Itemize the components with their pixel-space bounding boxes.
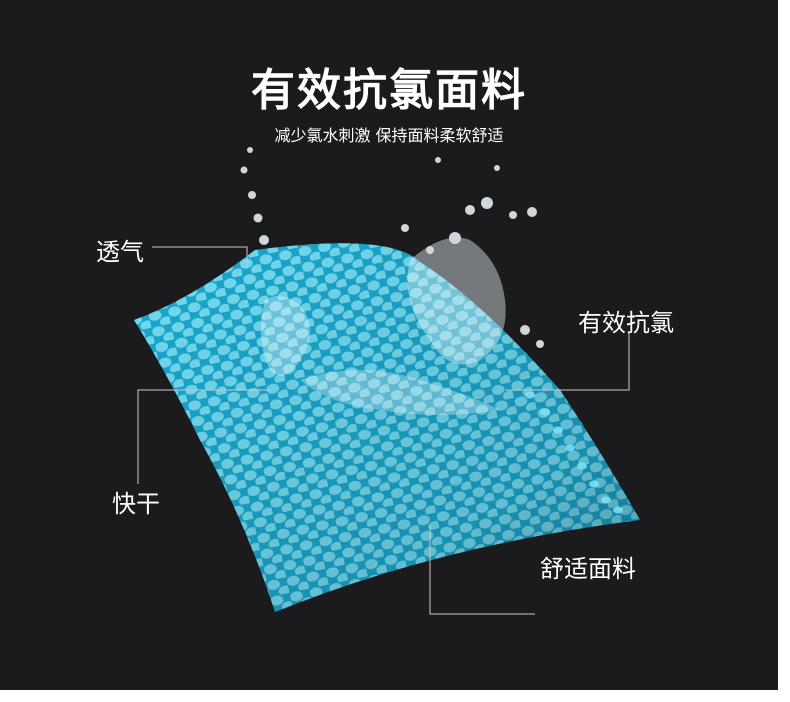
- fabric-illustration: [134, 147, 640, 615]
- callout-anti-chlorine: 有效抗氯: [578, 309, 674, 337]
- callout-breathable: 透气: [96, 238, 144, 266]
- page-subtitle: 减少氯水刺激 保持面料柔软舒适: [274, 126, 504, 145]
- page-title: 有效抗氯面料: [251, 65, 527, 116]
- leader-lines: [137, 246, 630, 615]
- banner: 有效抗氯面料 减少氯水刺激 保持面料柔软舒适: [0, 0, 778, 690]
- callout-comfortable: 舒适面料: [540, 555, 636, 583]
- leader-line-anti-chlorine: [505, 333, 630, 391]
- fabric-edge-dots: [525, 391, 623, 514]
- leader-line-breathable: [152, 246, 248, 268]
- callout-quick-dry: 快干: [112, 490, 160, 518]
- leader-line-comfortable: [429, 525, 535, 615]
- leader-line-quick-dry: [137, 389, 270, 484]
- water-splash: [240, 147, 544, 415]
